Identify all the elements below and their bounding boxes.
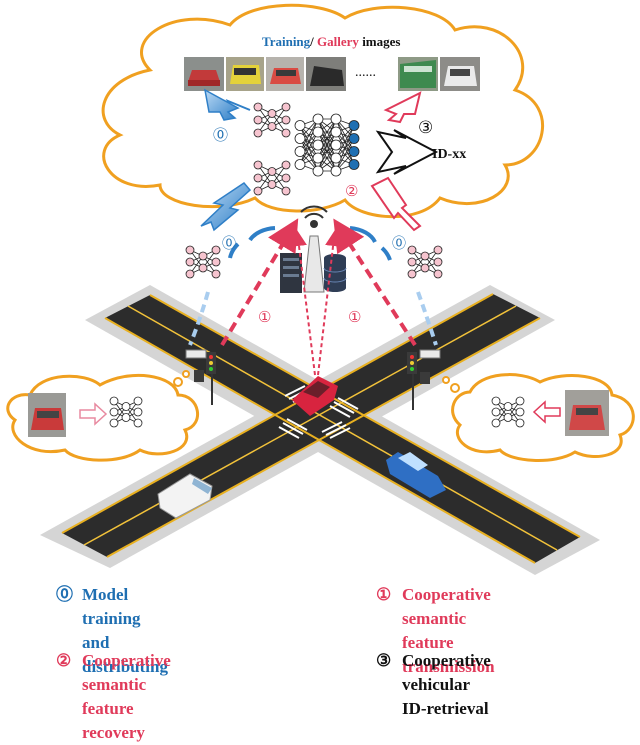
cloud-neural-networks	[253, 102, 360, 196]
marker-one-right: ①	[348, 310, 361, 326]
center-line-a	[127, 305, 558, 551]
marker-one-left: ①	[258, 310, 271, 326]
right-cloud-arrow	[532, 400, 561, 424]
left-cloud-arrow	[79, 402, 108, 426]
diagram-canvas: Training/ Gallery images ......	[6, 3, 635, 575]
right-cloud-car-image	[565, 390, 609, 436]
nn-left-cloud	[109, 396, 143, 428]
legend-text-3-line1: Cooperative vehicular	[402, 651, 491, 694]
marker-zero-left: ⓪	[222, 236, 236, 252]
blue-arrow-down	[200, 182, 252, 232]
caption-gallery: Gallery	[317, 34, 359, 49]
vehicle-white-van	[157, 473, 213, 519]
left-cloud-car-image	[28, 393, 66, 437]
caption-training: Training	[262, 34, 311, 49]
legend-text-1: Cooperative semantic feature transmissio…	[402, 583, 495, 679]
thumbnail-car-black	[306, 57, 346, 91]
thumbnail-car-taxi	[266, 57, 304, 91]
cloud-caption: Training/ Gallery images	[262, 34, 400, 49]
id-arrow	[375, 129, 439, 175]
thumbnail-car-white	[440, 57, 480, 91]
cloud-arrows	[200, 88, 439, 232]
legend-text-2-line2: feature recovery	[82, 699, 145, 742]
thumbnail-car-red	[184, 57, 224, 91]
legend-text-1-line1: Cooperative semantic	[402, 585, 491, 628]
legend-text-0: Model training and distributing	[82, 583, 168, 679]
marker-two-cloud: ②	[345, 184, 358, 200]
nn-right-cloud	[491, 396, 525, 428]
legend-text-2-line1: Cooperative semantic	[82, 651, 171, 694]
legend-marker-2: ②	[56, 651, 72, 670]
vehicle-blue-car	[386, 452, 446, 498]
nn-road-left	[185, 245, 221, 279]
legend-text-2: Cooperative semantic feature recovery	[82, 649, 171, 745]
left-vehicle-cloud	[6, 370, 200, 462]
model-distribution-arrows	[188, 291, 438, 346]
nn-cloud-upper	[253, 102, 291, 138]
road-neural-networks	[185, 245, 443, 279]
marker-three-cloud: ③	[418, 118, 433, 137]
legend-text-3-line2: ID-retrieval	[402, 699, 489, 718]
id-label: ID-xx	[432, 147, 466, 162]
traffic-light-right	[407, 349, 441, 410]
thumbnail-dots: ......	[355, 65, 376, 80]
right-vehicle-cloud	[442, 373, 635, 462]
red-arrow-in	[383, 91, 422, 124]
legend-marker-0: ⓪	[56, 585, 73, 604]
red-arrow-up	[370, 176, 422, 232]
feature-transmission-arrows	[220, 218, 417, 376]
nn-cloud-main	[294, 113, 360, 177]
caption-sep: /	[309, 34, 317, 49]
nn-road-right	[407, 245, 443, 279]
legend-text-0-line1: Model training and	[82, 585, 141, 652]
marker-zero-cloud: ⓪	[213, 127, 228, 144]
image-thumbnails: ......	[184, 57, 480, 91]
base-station	[280, 205, 347, 293]
side-neural-networks	[109, 396, 525, 428]
caption-images: images	[359, 34, 401, 49]
thumbnail-bus-green	[398, 57, 438, 91]
legend: ⓪ Model training and distributing ① Coop…	[0, 575, 640, 742]
legend-text-3: Cooperative vehicular ID-retrieval	[402, 649, 491, 721]
thumbnail-car-yellow	[226, 57, 264, 91]
marker-zero-right: ⓪	[392, 236, 406, 252]
legend-marker-1: ①	[376, 585, 392, 604]
legend-marker-3: ③	[376, 651, 392, 670]
nn-cloud-lower	[253, 160, 291, 196]
database-stack	[323, 254, 347, 292]
vehicle-red-car	[292, 376, 338, 416]
traffic-light-left	[185, 349, 216, 405]
legend-text-0-line2: distributing	[82, 657, 168, 676]
legend-text-1-line2: feature transmission	[402, 633, 495, 676]
